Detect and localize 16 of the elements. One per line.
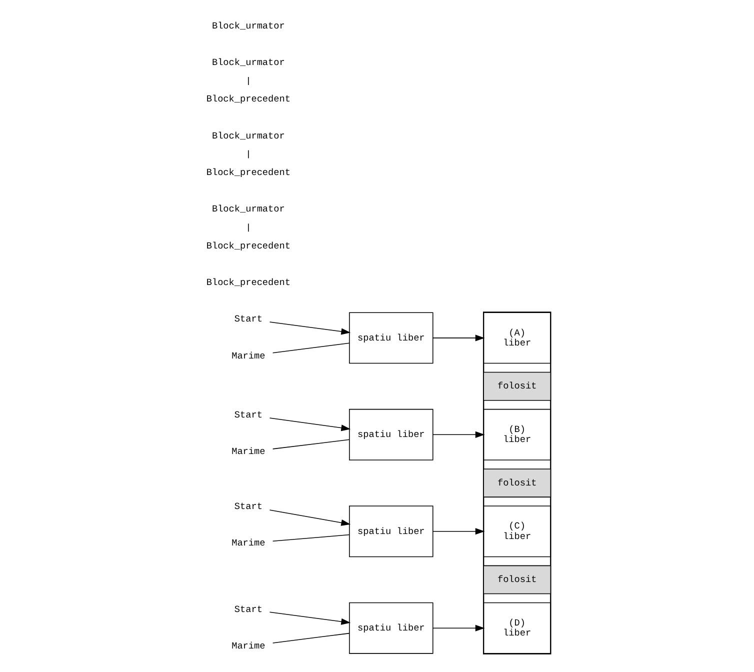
node-text: Marime (231, 446, 265, 458)
node-text: Marime (231, 537, 265, 548)
node-text: Block_precedent (206, 94, 290, 105)
node-text: Marime (231, 640, 265, 652)
node-text: Block_urmator (211, 130, 284, 142)
node-text: Start (234, 410, 262, 421)
node-text: Start (234, 314, 262, 325)
node-text: Block_precedent (206, 276, 290, 288)
node-text: Block_precedent (206, 167, 290, 178)
node-text: Block_urmator (211, 57, 284, 68)
node-text: Marime (231, 350, 265, 362)
node-text: Start (234, 604, 262, 615)
node-text: Block_urmator (211, 20, 284, 32)
node-text: Block_precedent (206, 240, 290, 252)
node-text: Start (234, 500, 262, 512)
node-text: Block_urmator (211, 204, 284, 215)
